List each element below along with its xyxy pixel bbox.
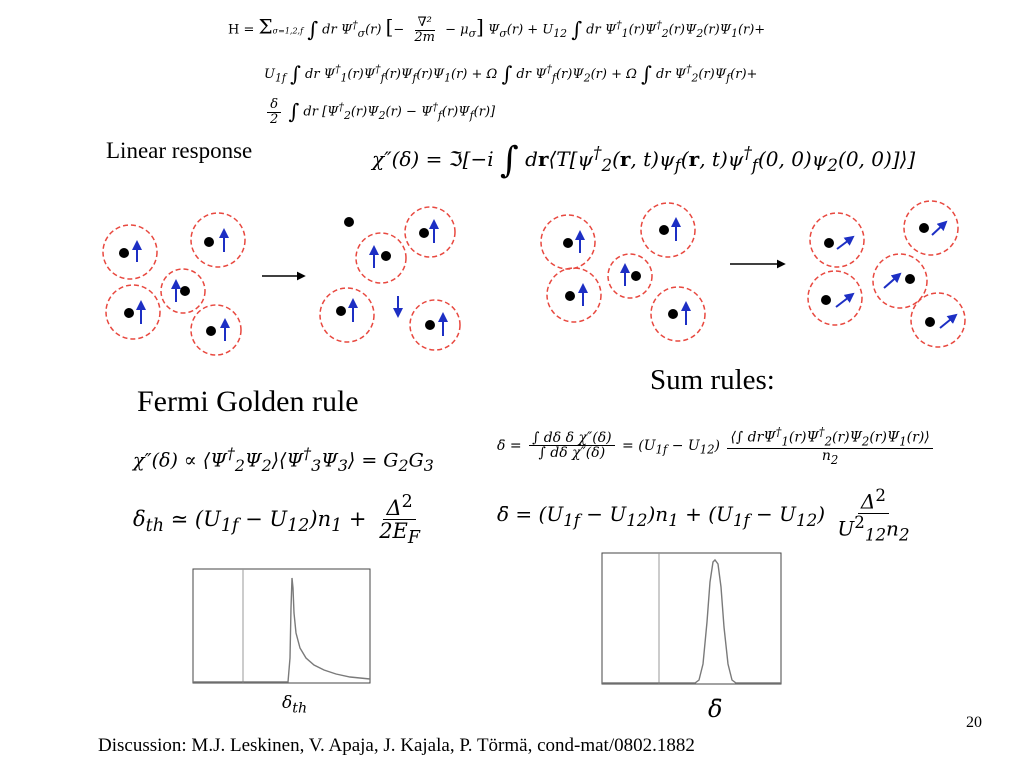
particle-diagrams — [102, 200, 966, 356]
right-after-group — [807, 200, 966, 348]
fermi-golden-rule-title: Fermi Golden rule — [137, 385, 359, 418]
left-before-group — [102, 212, 246, 356]
sum-rule-plot-label: δ̄ — [708, 695, 723, 723]
dimer-circle — [105, 284, 161, 340]
fermi-plot-label: δth — [282, 693, 308, 717]
linear-response-label: Linear response — [106, 138, 253, 163]
sum-rule-formula-1: δ̄ = ∫ dδ δ χ″(δ)∫ dδ χ″(δ) = (U1f − U12… — [497, 426, 936, 466]
dimer-circle — [160, 268, 206, 314]
right-before-group — [540, 202, 706, 342]
citation: Discussion: M.J. Leskinen, V. Apaja, J. … — [98, 735, 695, 756]
lineshape-curve — [602, 558, 781, 684]
plot-frame — [192, 568, 371, 684]
page-number: 20 — [966, 714, 982, 731]
sum-rule-lineshape-plot — [601, 552, 782, 685]
sum-rules-title: Sum rules: — [650, 364, 775, 396]
hamiltonian-line-2: U1f ∫ dr Ψ†1(r)Ψ†f(r)Ψf(r)Ψ1(r) + Ω ∫ dr… — [264, 62, 758, 86]
dimer-circle — [190, 304, 242, 356]
dimer-circle — [190, 212, 246, 268]
dimer-circle — [102, 224, 158, 280]
lineshape-curve — [193, 577, 371, 683]
fermi-lineshape-plot — [192, 568, 371, 684]
linear-response-formula: χ″(δ) = ℑ[−i ∫ dr⟨T[ψ†2(r, t)ψf(r, t)ψ†f… — [372, 140, 916, 181]
fermi-formula-1: χ″(δ) ∝ ⟨Ψ†2Ψ2⟩⟨Ψ†3Ψ3⟩ = G2G3 — [133, 444, 434, 476]
left-after-group — [319, 206, 461, 351]
plot-frame — [601, 552, 782, 685]
